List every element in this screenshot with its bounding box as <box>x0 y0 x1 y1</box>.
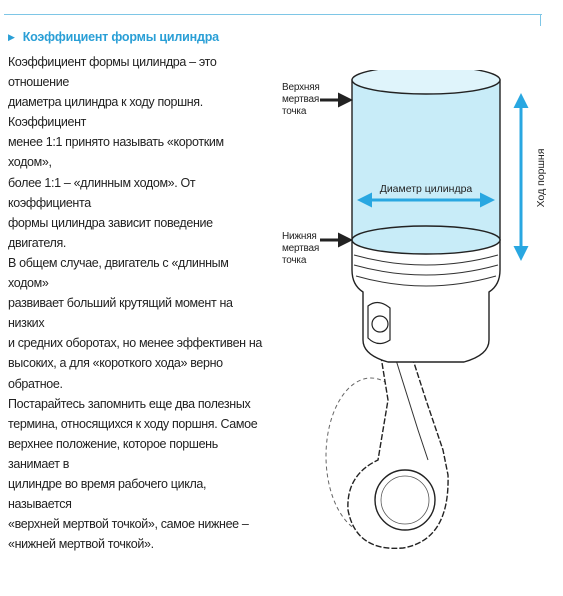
bdc-label: Нижняя мертвая точка <box>282 231 320 266</box>
piston-crown <box>351 225 501 255</box>
piston-cylinder-diagram: Диаметр цилиндра Ход поршня <box>320 65 547 550</box>
body-line: менее 1:1 принято называть «коротким ход… <box>8 135 224 170</box>
body-line: В общем случае, двигатель с «длинным ход… <box>8 255 229 291</box>
body-line: и средних оборотах, но менее эффективен … <box>8 336 263 351</box>
body-line: верхнее положение, которое поршень заним… <box>8 436 218 471</box>
body-line: Коэффициент формы цилиндра – это отношен… <box>8 55 217 90</box>
piston <box>351 239 501 363</box>
body-line: «нижней мертвой точкой». <box>8 537 154 552</box>
body-line: более 1:1 – «длинным ходом». От коэффици… <box>8 175 196 210</box>
body-line: цилиндре во время рабочего цикла, называ… <box>8 476 207 512</box>
cylinder-body <box>351 79 501 241</box>
body-line: высоких, а для «короткого хода» верно об… <box>8 356 223 391</box>
triangle-marker-icon: ▶ <box>8 31 15 42</box>
body-line: «верхней мертвой точкой», самое нижнее – <box>8 517 249 532</box>
tdc-label: Верхняя мертвая точка <box>282 82 320 117</box>
top-rule-tick <box>540 14 541 26</box>
bore-label: Диаметр цилиндра <box>380 183 473 195</box>
body-line: формы цилиндра зависит поведение двигате… <box>8 215 213 250</box>
section-header: ▶ Коэффициент формы цилиндра <box>8 30 219 44</box>
section-title: Коэффициент формы цилиндра <box>22 30 219 44</box>
body-line: диаметра цилиндра к ходу поршня. Коэффиц… <box>8 95 203 130</box>
stroke-label: Ход поршня <box>535 149 547 208</box>
body-line: развивает больший крутящий момент на низ… <box>8 296 233 331</box>
top-rule <box>4 14 542 15</box>
body-line: Постарайтесь запомнить еще два полезных <box>8 396 251 411</box>
piston-cylinder-figure: Диаметр цилиндра Ход поршня Верхняя мерт… <box>268 65 558 590</box>
body-paragraph: Коэффициент формы цилиндра – это отношен… <box>8 52 270 554</box>
cylinder-top-ellipse <box>351 65 501 95</box>
big-end-bore <box>374 469 436 531</box>
body-line: термина, относящихся к ходу поршня. Само… <box>8 416 258 431</box>
